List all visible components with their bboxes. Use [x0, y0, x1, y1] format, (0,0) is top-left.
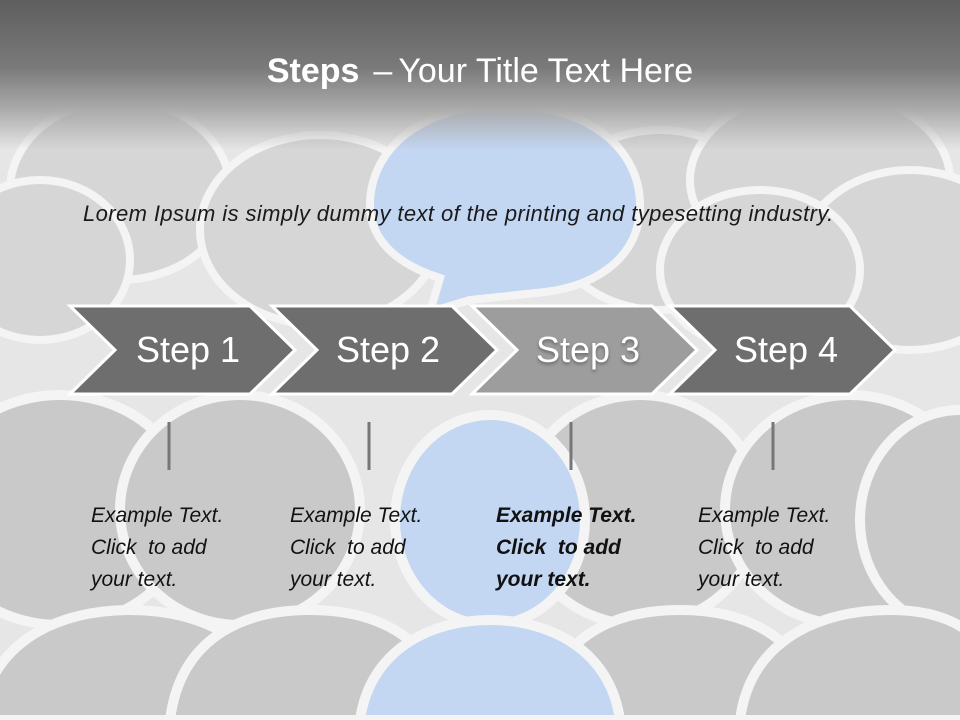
- highlight-bubble-top: [365, 100, 645, 318]
- step-4-description[interactable]: Example Text. Click to add your text.: [698, 500, 868, 596]
- title-separator: –: [373, 52, 393, 90]
- intro-text[interactable]: Lorem Ipsum is simply dummy text of the …: [83, 201, 834, 226]
- step-2-line-3: your text.: [290, 568, 377, 591]
- title-bold: Steps: [266, 52, 360, 90]
- step-4-line-1: Example Text.: [698, 504, 831, 527]
- step-1-label[interactable]: Step 1: [135, 329, 241, 370]
- step-2-arrow: [268, 304, 500, 396]
- step-3-line-3: your text.: [496, 568, 591, 591]
- step-2-label[interactable]: Step 2: [335, 329, 441, 370]
- step-3-arrow: [468, 304, 700, 396]
- title-rest: Your Title Text Here: [398, 52, 694, 90]
- page-title[interactable]: Steps–Your Title Text Here: [0, 52, 960, 91]
- step-2-line-2: Click to add: [290, 536, 406, 559]
- step-2-description[interactable]: Example Text. Click to add your text.: [290, 500, 460, 596]
- step-3-label[interactable]: Step 3: [535, 329, 641, 370]
- step-3-line-2: Click to add: [496, 536, 621, 559]
- highlight-figure-bottom: [354, 410, 626, 720]
- step-4-line-3: your text.: [698, 568, 785, 591]
- step-1-arrow: [66, 304, 298, 396]
- step-1-line-3: your text.: [91, 568, 178, 591]
- step-2-line-1: Example Text.: [290, 504, 423, 527]
- step-4-arrow: [666, 304, 898, 396]
- step-4-line-2: Click to add: [698, 536, 814, 559]
- step-1-line-2: Click to add: [91, 536, 207, 559]
- step-3-description[interactable]: Example Text. Click to add your text.: [496, 500, 666, 596]
- step-3-line-1: Example Text.: [496, 504, 637, 527]
- step-1-line-1: Example Text.: [91, 504, 224, 527]
- title-band: [0, 0, 960, 150]
- step-4-label[interactable]: Step 4: [733, 329, 839, 370]
- step-1-description[interactable]: Example Text. Click to add your text.: [91, 500, 261, 596]
